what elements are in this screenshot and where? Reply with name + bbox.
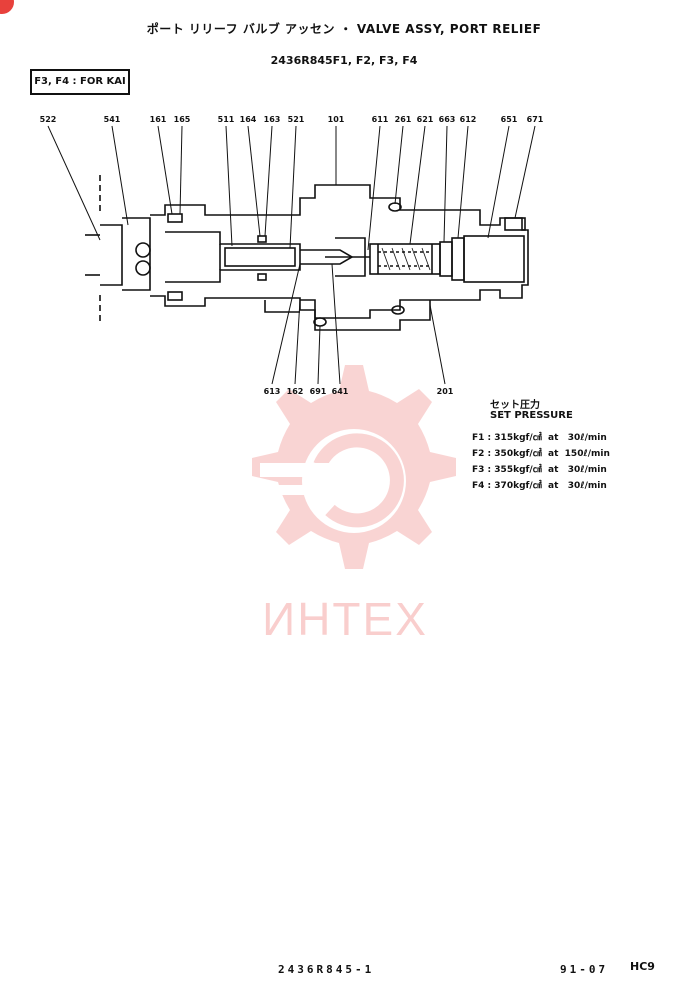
set-pressure-row-f3: F3 : 355kgf/㎠ at 30ℓ/min [472,465,607,475]
row-pressure: 315kgf/㎠ [494,433,542,443]
page-corner-mark [0,0,14,14]
callout-541: 541 [103,115,121,124]
row-pressure: 370kgf/㎠ [494,481,542,491]
set-pressure-title-jp: セット圧力 [490,400,540,411]
row-flow: 150ℓ/min [564,449,610,459]
row-label: F1 [472,433,485,443]
callout-163: 163 [263,115,281,124]
set-pressure-row-f2: F2 : 350kgf/㎠ at 150ℓ/min [472,449,610,459]
row-pressure: 350kgf/㎠ [494,449,542,459]
row-at: at [548,481,559,491]
drawing-title: ポート リリーフ バルブ アッセン ・ VALVE ASSY, PORT REL… [146,22,542,36]
callout-663: 663 [438,115,456,124]
watermark-text: ИНТЕХ [262,593,428,645]
model-note-box: F3, F4 : FOR KAI [30,69,130,95]
row-at: at [548,449,559,459]
row-flow: 30ℓ/min [567,433,607,443]
set-pressure-row-f4: F4 : 370kgf/㎠ at 30ℓ/min [472,481,607,491]
footer-date: 91-07 [560,963,609,976]
callout-162: 162 [286,387,304,396]
callout-511: 511 [217,115,235,124]
row-pressure: 355kgf/㎠ [494,465,542,475]
set-pressure-row-f1: F1 : 315kgf/㎠ at 30ℓ/min [472,433,607,443]
callout-201: 201 [436,387,454,396]
callout-621: 621 [416,115,434,124]
row-label: F4 [472,481,485,491]
callout-613: 613 [263,387,281,396]
row-label: F3 [472,465,485,475]
callout-641: 641 [331,387,349,396]
callout-691: 691 [309,387,327,396]
callout-164: 164 [239,115,257,124]
row-at: at [548,465,559,475]
watermark-gear-icon [252,365,456,569]
callout-651: 651 [500,115,518,124]
row-flow: 30ℓ/min [567,465,607,475]
callout-612: 612 [459,115,477,124]
callout-261: 261 [394,115,412,124]
footer-drawing-number: 2436R845-1 [278,963,375,976]
row-label: F2 [472,449,485,459]
callout-161: 161 [149,115,167,124]
callout-101: 101 [327,115,345,124]
callout-521: 521 [287,115,305,124]
footer-page-code: HC9 [630,960,655,973]
set-pressure-title-en: SET PRESSURE [490,410,573,421]
callout-611: 611 [371,115,389,124]
row-at: at [548,433,559,443]
row-flow: 30ℓ/min [567,481,607,491]
callout-522: 522 [39,115,57,124]
callout-165: 165 [173,115,191,124]
part-numbers: 2436R845F1, F2, F3, F4 [270,54,418,67]
callout-671: 671 [526,115,544,124]
